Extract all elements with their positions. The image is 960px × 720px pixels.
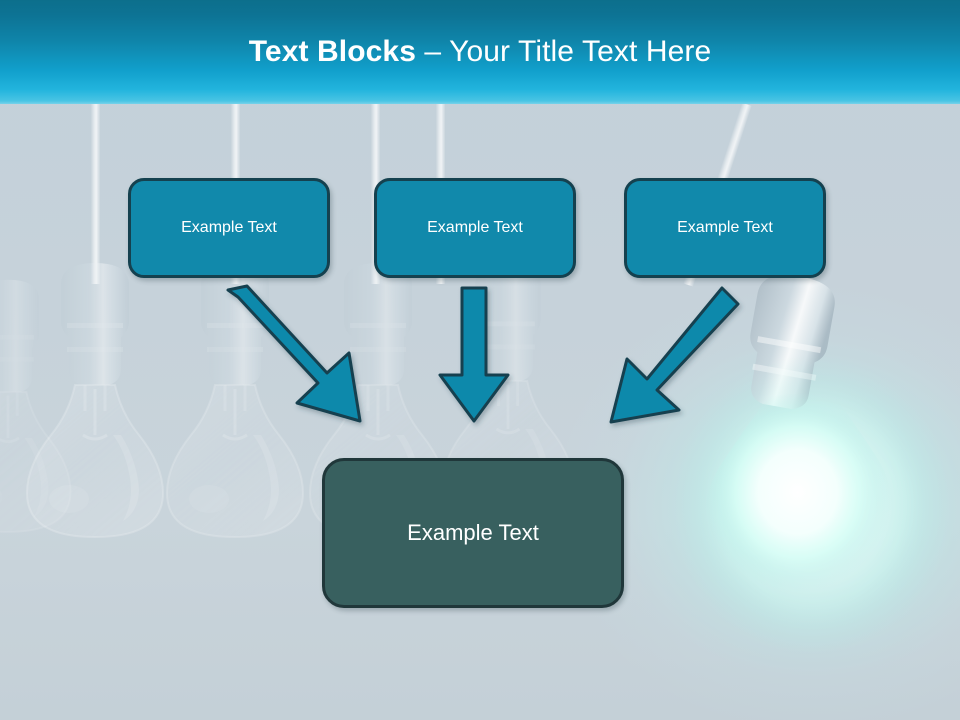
text-block-2-label: Example Text xyxy=(427,219,523,236)
title-strong: Text Blocks xyxy=(248,35,416,68)
arrow-diagonal-down-left[interactable] xyxy=(609,286,740,424)
result-text-block-label: Example Text xyxy=(407,520,539,545)
arrow-diagonal-down-right[interactable] xyxy=(226,284,362,423)
text-block-2[interactable]: Example Text xyxy=(374,178,576,278)
text-block-3-label: Example Text xyxy=(677,219,773,236)
title-bar: Text Blocks – Your Title Text Here xyxy=(0,0,960,104)
title-rest: – Your Title Text Here xyxy=(416,35,712,68)
arrow-down[interactable] xyxy=(438,286,510,423)
text-block-3[interactable]: Example Text xyxy=(624,178,826,278)
result-text-block[interactable]: Example Text xyxy=(322,458,624,608)
text-block-1[interactable]: Example Text xyxy=(128,178,330,278)
page-title: Text Blocks – Your Title Text Here xyxy=(0,0,960,104)
text-block-1-label: Example Text xyxy=(181,219,277,236)
